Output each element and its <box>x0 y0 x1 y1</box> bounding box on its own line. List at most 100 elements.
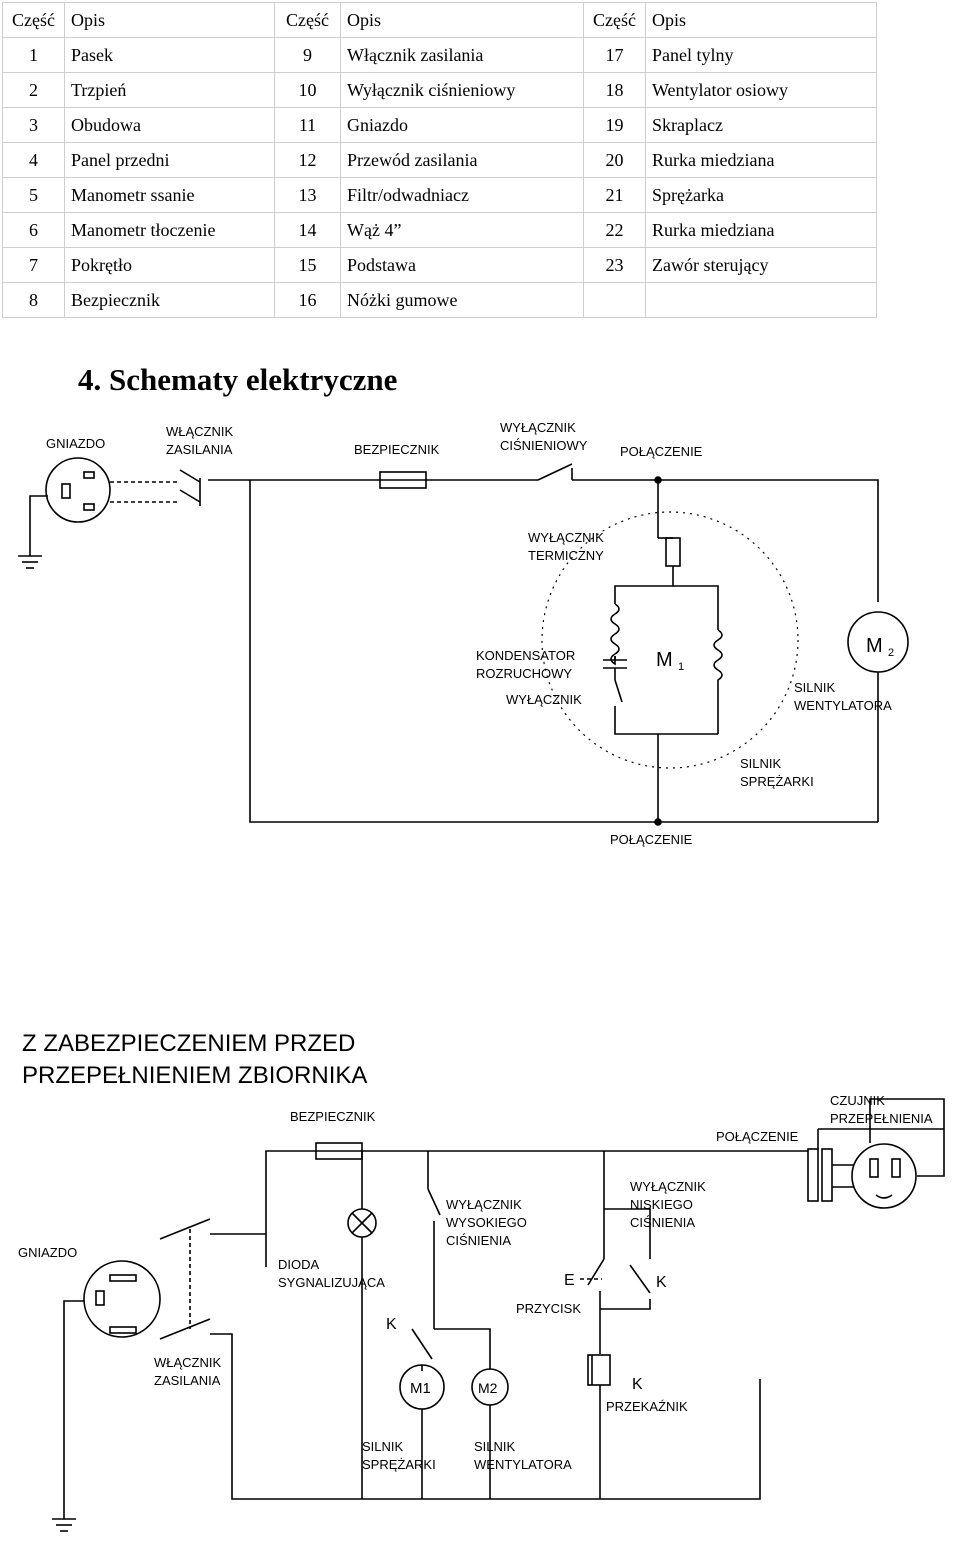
table-cell: 7 <box>2 247 65 283</box>
label-compressor-motor-2: SPRĘŻARKI <box>740 774 814 789</box>
table-cell: Rurka miedziana <box>645 142 877 178</box>
socket-icon <box>83 1260 161 1338</box>
label-relay: PRZEKAŹNIK <box>606 1399 688 1414</box>
ground-icon <box>52 1518 76 1532</box>
label-power-switch-2: ZASILANIA <box>166 442 233 457</box>
ground-icon <box>18 555 42 569</box>
table-cell: Sprężarka <box>645 177 877 213</box>
table-cell: 18 <box>583 72 646 108</box>
overflow-sensor-icon <box>851 1143 917 1209</box>
thermal-switch-icon <box>665 537 681 567</box>
label-high-pressure: WYŁĄCZNIK <box>446 1197 522 1212</box>
label-thermal-switch-2: TERMICZNY <box>528 548 604 563</box>
table-header-cell: Część <box>274 2 341 38</box>
table-cell: 17 <box>583 37 646 73</box>
section-title: 4. Schematy elektryczne <box>78 362 398 397</box>
table-cell: 20 <box>583 142 646 178</box>
label-fan-motor: SILNIK <box>794 680 836 695</box>
table-header-cell: Opis <box>64 2 275 38</box>
table-cell: Obudowa <box>64 107 275 143</box>
label-power-switch-2: ZASILANIA <box>154 1373 221 1388</box>
connector-icon <box>807 1148 833 1202</box>
table-cell: Wąż 4” <box>340 212 584 248</box>
wiring-diagram-overflow: Z ZABEZPIECZENIEM PRZED PRZEPEŁNIENIEM Z… <box>18 1030 945 1532</box>
table-cell: Podstawa <box>340 247 584 283</box>
label-m1: M <box>656 649 673 671</box>
table-cell: Pokrętło <box>64 247 275 283</box>
label-overflow-sensor-2: PRZEPEŁNIENIA <box>830 1111 933 1126</box>
table-cell: 5 <box>2 177 65 213</box>
label-k-compressor: K <box>386 1316 397 1333</box>
label-k-relay: K <box>632 1376 643 1393</box>
label-m1-sub: 1 <box>678 661 684 673</box>
label-overflow-sensor: CZUJNIK <box>830 1093 885 1108</box>
label-pressure-switch: WYŁĄCZNIK <box>500 420 576 435</box>
label-compressor-motor: SILNIK <box>740 756 782 771</box>
table-cell: 13 <box>274 177 341 213</box>
table-cell: Filtr/odwadniacz <box>340 177 584 213</box>
table-cell <box>583 282 646 318</box>
label-fan-motor: SILNIK <box>474 1439 516 1454</box>
label-push-button: PRZYCISK <box>516 1301 581 1316</box>
table-cell: 4 <box>2 142 65 178</box>
label-power-switch: WŁĄCZNIK <box>166 424 234 439</box>
label-diode: DIODA <box>278 1257 320 1272</box>
table-cell: 23 <box>583 247 646 283</box>
junction-bottom <box>654 818 662 826</box>
table-cell: 2 <box>2 72 65 108</box>
table-cell: Manometr ssanie <box>64 177 275 213</box>
label-fuse: BEZPIECZNIK <box>290 1109 376 1124</box>
label-switch: WYŁĄCZNIK <box>506 692 582 707</box>
label-connection-bottom: POŁĄCZENIE <box>610 832 693 847</box>
table-cell: Rurka miedziana <box>645 212 877 248</box>
table-cell: Wentylator osiowy <box>645 72 877 108</box>
table-cell: 15 <box>274 247 341 283</box>
label-connection-top: POŁĄCZENIE <box>620 444 703 459</box>
label-m2: M2 <box>478 1380 498 1396</box>
table-header-cell: Opis <box>340 2 584 38</box>
table-cell: 16 <box>274 282 341 318</box>
pressure-switch-icon <box>537 463 573 481</box>
label-thermal-switch: WYŁĄCZNIK <box>528 530 604 545</box>
label-pressure-switch-2: CIŚNIENIOWY <box>500 438 588 453</box>
socket-icon <box>45 457 111 523</box>
table-cell: Wyłącznik ciśnieniowy <box>340 72 584 108</box>
label-compressor-motor: SILNIK <box>362 1439 404 1454</box>
run-coil-icon <box>713 629 723 734</box>
diagram2-title-2: PRZEPEŁNIENIEM ZBIORNIKA <box>22 1062 367 1089</box>
table-cell: 8 <box>2 282 65 318</box>
label-capacitor-2: ROZRUCHOWY <box>476 666 572 681</box>
wiring-diagram-basic: GNIAZDO WŁĄCZNIK ZASILANIA BEZPIECZNIK W… <box>18 420 909 847</box>
relay-contact-k2-icon <box>629 1264 651 1294</box>
label-high-pressure-3: CIŚNIENIA <box>446 1233 511 1248</box>
label-low-pressure-3: CIŚNIENIA <box>630 1215 695 1230</box>
label-low-pressure-2: NISKIEGO <box>630 1197 693 1212</box>
label-capacitor: KONDENSATOR <box>476 648 575 663</box>
table-cell: Skraplacz <box>645 107 877 143</box>
label-fan-motor-2: WENTYLATORA <box>794 698 892 713</box>
label-k-low: K <box>656 1274 667 1291</box>
table-cell: Panel przedni <box>64 142 275 178</box>
label-compressor-motor-2: SPRĘŻARKI <box>362 1457 436 1472</box>
table-cell: 22 <box>583 212 646 248</box>
label-fan-motor-2: WENTYLATORA <box>474 1457 572 1472</box>
table-cell: 12 <box>274 142 341 178</box>
high-pressure-switch-icon <box>427 1188 441 1216</box>
indicator-lamp-icon <box>347 1208 377 1238</box>
table-cell: Nóżki gumowe <box>340 282 584 318</box>
label-socket: GNIAZDO <box>18 1245 77 1260</box>
table-cell: Gniazdo <box>340 107 584 143</box>
relay-contact-k-icon <box>411 1328 433 1360</box>
table-header-cell: Część <box>583 2 646 38</box>
label-fuse: BEZPIECZNIK <box>354 442 440 457</box>
table-cell: 11 <box>274 107 341 143</box>
